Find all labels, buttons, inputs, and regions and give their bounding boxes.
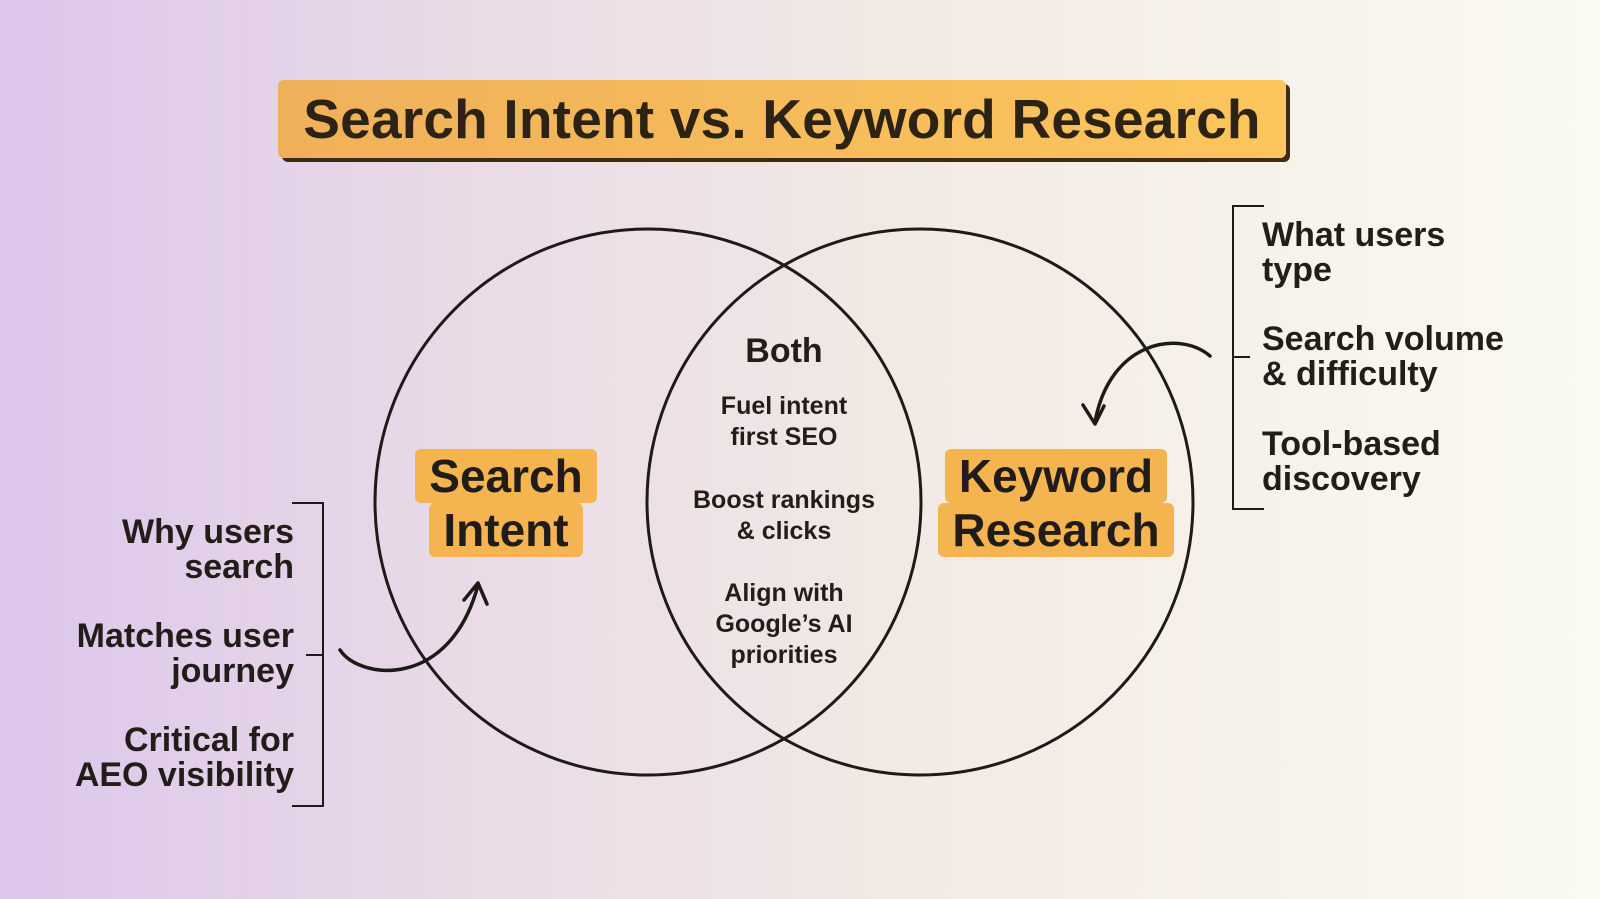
- keyword-research-circle: [645, 227, 1195, 777]
- search-intent-circle: [373, 227, 923, 777]
- right-arrow-icon: [1081, 341, 1212, 426]
- overlap-item: Boost rankings& clicks: [693, 486, 875, 545]
- search-intent-label: Search Intent: [408, 449, 604, 557]
- overlap-heading: Both: [745, 332, 823, 370]
- title-banner: Search Intent vs. Keyword Research: [278, 80, 1286, 158]
- keyword-research-label: Keyword Research: [938, 449, 1174, 557]
- page-title: Search Intent vs. Keyword Research: [303, 88, 1261, 150]
- left-arrow-icon: [338, 581, 489, 673]
- right-note: Search volume& difficulty: [1262, 320, 1504, 393]
- left-bracket: [292, 502, 324, 807]
- right-bracket: [1232, 205, 1264, 510]
